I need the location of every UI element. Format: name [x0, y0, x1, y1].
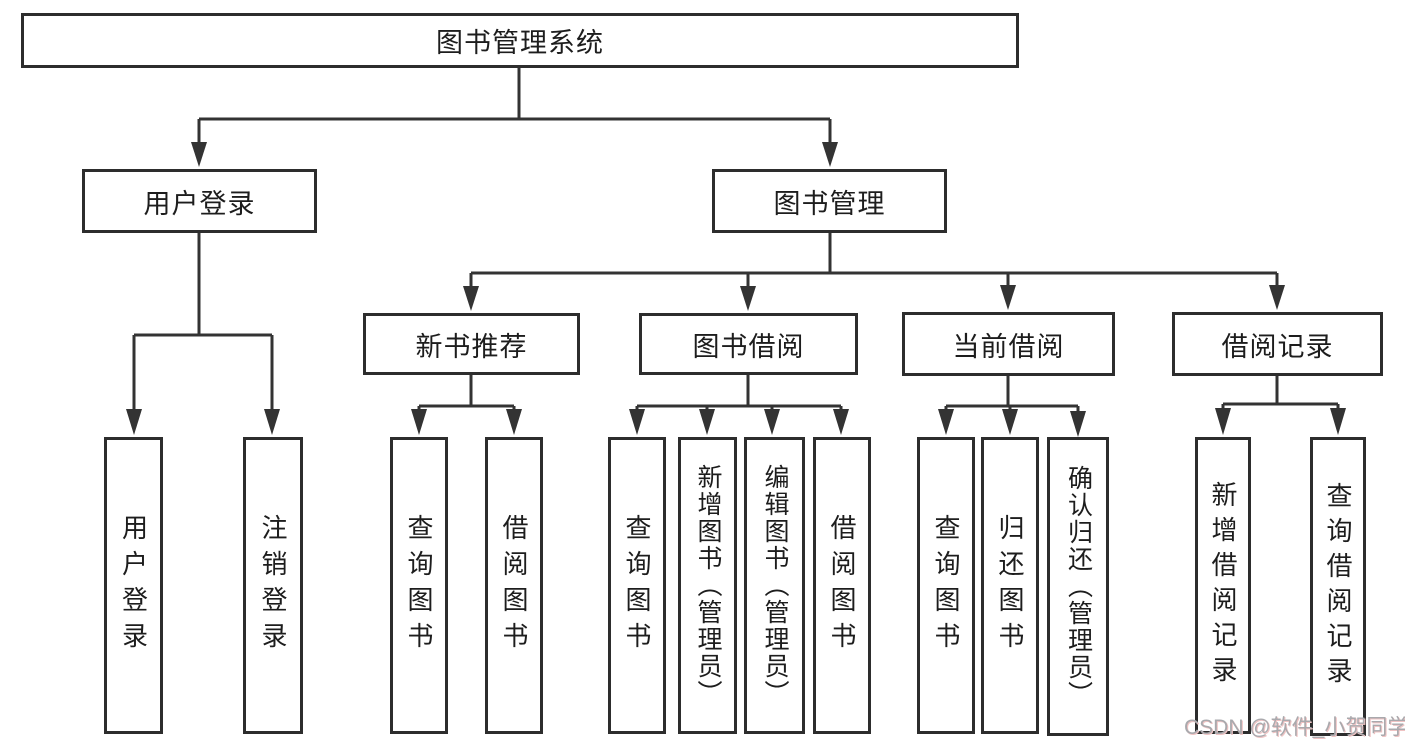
node-new-book-rec: 新书推荐: [363, 313, 580, 375]
leaf-newbook-borrow-label: 借阅图书: [499, 513, 529, 658]
arrowhead-icon: [629, 409, 645, 435]
arrowhead-icon: [1070, 411, 1086, 437]
arrowhead-icon: [411, 409, 427, 435]
leaf-borrow-query: 查询图书: [608, 437, 666, 734]
branch-book-mgmt: [469, 233, 1279, 287]
arrowhead-icon: [833, 409, 849, 435]
node-borrow-records-label: 借阅记录: [1221, 331, 1334, 362]
arrowhead-icon: [1002, 409, 1018, 435]
arrowhead-icon: [822, 142, 838, 167]
arrowhead-icon: [463, 286, 479, 311]
node-book-borrow-label: 图书借阅: [692, 331, 805, 362]
branch-root: [197, 68, 832, 145]
arrowhead-icon: [506, 409, 522, 435]
arrowhead-icon: [1000, 285, 1016, 310]
leaf-record-query: 查询借阅记录: [1310, 437, 1366, 736]
leaf-user-login: 用户登录: [104, 437, 163, 734]
leaf-borrow-book: 借阅图书: [813, 437, 871, 734]
node-user-login-label: 用户登录: [143, 188, 256, 219]
node-book-mgmt: 图书管理: [712, 169, 947, 233]
leaf-logout: 注销登录: [243, 437, 303, 734]
arrowhead-icon: [699, 409, 715, 435]
leaf-borrow-add: 新增图书（管理员）: [678, 437, 737, 734]
branch-new-book: [417, 375, 516, 412]
node-book-borrow: 图书借阅: [639, 313, 858, 375]
branch-borrow-records: [1221, 376, 1340, 410]
leaf-record-add-label: 新增借阅记录: [1208, 480, 1238, 691]
arrowhead-icon: [764, 409, 780, 435]
leaf-current-return-label: 归还图书: [995, 513, 1025, 658]
node-current-borrow-label: 当前借阅: [952, 331, 1065, 362]
leaf-newbook-borrow: 借阅图书: [485, 437, 543, 734]
leaf-current-query-label: 查询图书: [931, 513, 961, 658]
leaf-user-login-label: 用户登录: [118, 513, 149, 658]
arrowhead-icon: [126, 409, 142, 435]
arrowhead-icon: [740, 286, 756, 311]
branch-user-login: [132, 232, 274, 410]
leaf-current-confirm: 确认归还（管理员）: [1047, 437, 1109, 736]
leaf-newbook-query: 查询图书: [390, 437, 448, 734]
branch-current-borrow: [944, 376, 1080, 412]
branch-book-borrow: [635, 375, 843, 412]
arrowhead-icon: [1330, 408, 1346, 435]
arrowhead-icon: [938, 409, 954, 435]
arrowhead-icon: [1269, 285, 1285, 310]
leaf-borrow-edit-label: 编辑图书（管理员）: [761, 464, 789, 707]
leaf-logout-label: 注销登录: [258, 513, 288, 658]
leaf-current-return: 归还图书: [981, 437, 1039, 734]
node-book-mgmt-label: 图书管理: [773, 188, 886, 219]
node-current-borrow: 当前借阅: [902, 312, 1115, 376]
leaf-current-confirm-label: 确认归还（管理员）: [1064, 465, 1093, 708]
leaf-record-query-label: 查询借阅记录: [1323, 481, 1353, 692]
leaf-borrow-edit: 编辑图书（管理员）: [744, 437, 805, 734]
leaf-newbook-query-label: 查询图书: [404, 513, 434, 658]
leaf-borrow-query-label: 查询图书: [622, 513, 652, 658]
csdn-watermark: CSDN @软件_小贺同学: [1184, 716, 1405, 739]
node-new-book-rec-label: 新书推荐: [415, 331, 528, 362]
leaf-borrow-book-label: 借阅图书: [827, 513, 857, 658]
node-borrow-records: 借阅记录: [1172, 312, 1383, 376]
node-root-label: 图书管理系统: [436, 28, 604, 58]
node-root: 图书管理系统: [21, 13, 1019, 68]
leaf-borrow-add-label: 新增图书（管理员）: [694, 464, 722, 707]
arrowhead-icon: [264, 409, 280, 435]
arrowhead-icon: [1215, 408, 1231, 435]
arrowhead-icon: [191, 142, 207, 167]
leaf-record-add: 新增借阅记录: [1195, 437, 1251, 734]
leaf-current-query: 查询图书: [917, 437, 975, 734]
node-user-login: 用户登录: [82, 169, 317, 233]
